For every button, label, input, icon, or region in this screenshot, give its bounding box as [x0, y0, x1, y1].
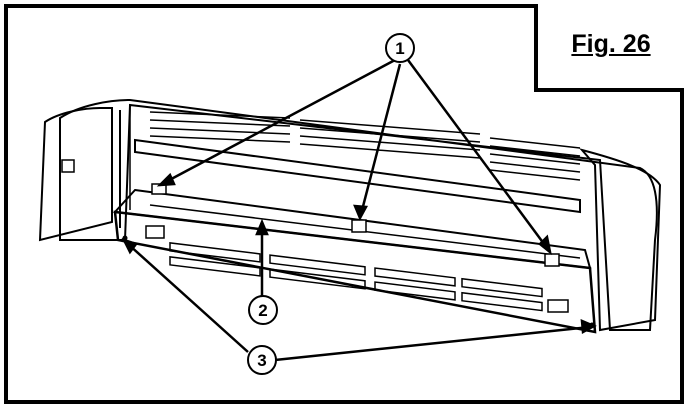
figure-label-box: Fig. 26: [534, 4, 684, 92]
left-panel-switch: [61, 159, 75, 173]
callout-1-leaders: [156, 58, 552, 256]
front-grille-top-edge: [112, 188, 592, 270]
unit-casing: [59, 98, 658, 331]
right-end-cap: [579, 148, 662, 332]
callout-2-leader: [255, 218, 269, 296]
right-front-tab: [547, 299, 569, 313]
callout-2-circle: [248, 295, 278, 325]
retaining-clips: [151, 183, 560, 267]
callout-3-leaders: [121, 237, 597, 362]
callout-1-circle: [385, 33, 415, 63]
left-front-tab: [145, 225, 165, 239]
grille-slots: [169, 242, 543, 312]
callout-1-number: 1: [395, 39, 404, 58]
figure-label: Fig. 26: [571, 30, 651, 58]
callout-3-number: 3: [257, 351, 266, 370]
left-side-panel: [38, 107, 113, 242]
figure-frame: [4, 4, 684, 404]
callout-3-circle: [247, 345, 277, 375]
rear-louvers: [149, 111, 581, 181]
callout-2-number: 2: [258, 301, 267, 320]
upper-rail: [134, 138, 581, 214]
